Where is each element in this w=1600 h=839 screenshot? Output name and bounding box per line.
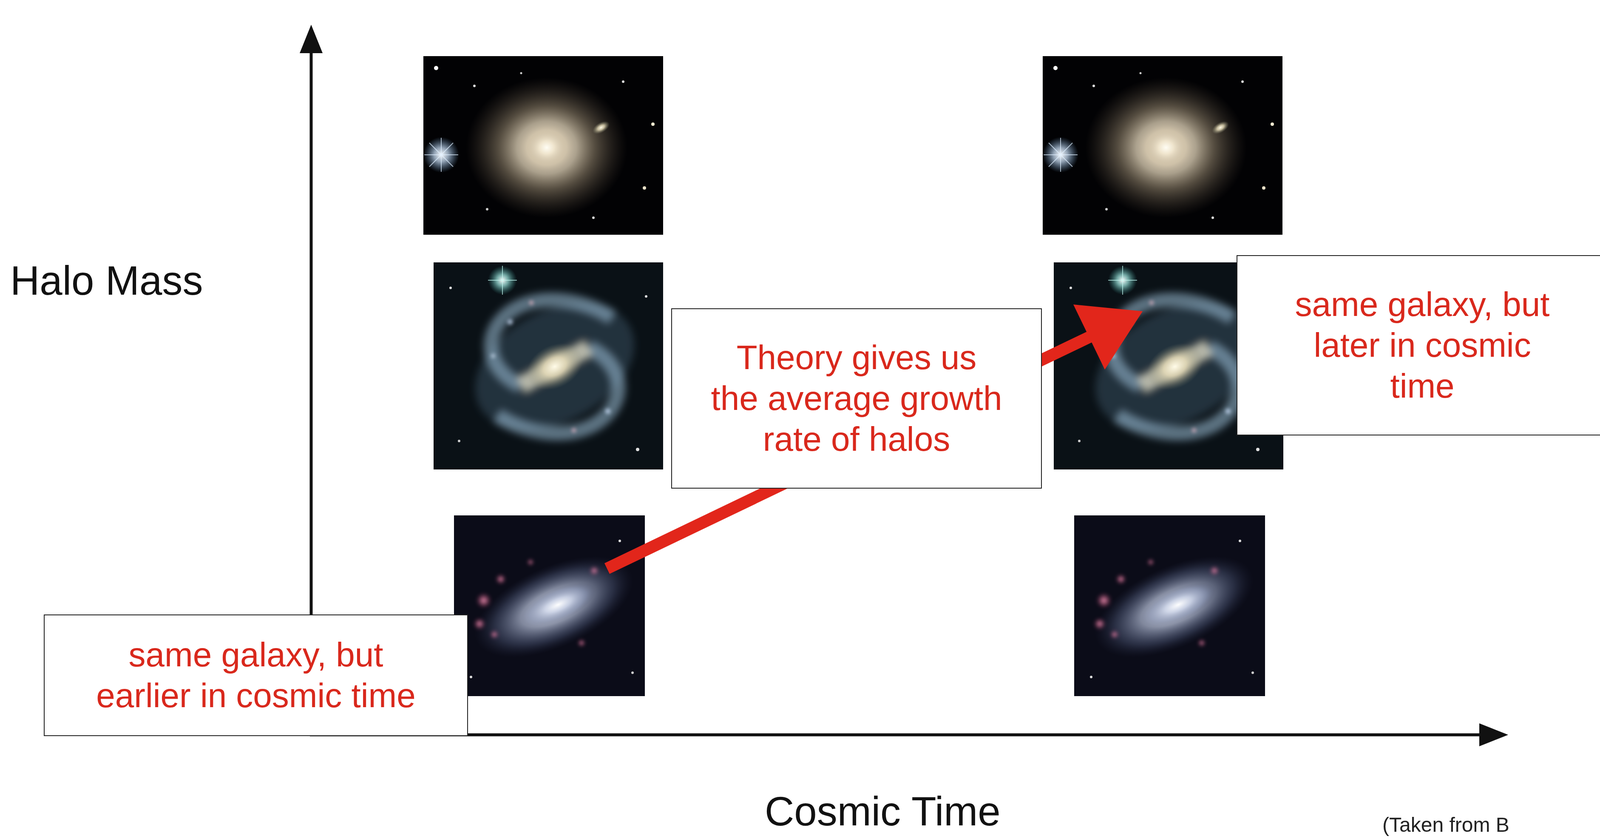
- growth-arrowhead: [1073, 304, 1143, 370]
- source-note: (Taken from B: [1382, 814, 1510, 835]
- callout-box: same galaxy, but later in cosmic time: [1236, 255, 1600, 436]
- elliptical-galaxy-photo: [423, 56, 664, 235]
- elliptical-galaxy-photo: [1042, 56, 1283, 235]
- y-axis-arrowhead: [299, 24, 323, 54]
- spiral-galaxy-photo: [433, 262, 664, 470]
- callout-box: Theory gives us the average growth rate …: [671, 308, 1042, 489]
- x-axis: [309, 733, 1483, 737]
- axis-title: Cosmic Time: [764, 790, 1001, 832]
- irregular-galaxy-photo: [1074, 515, 1269, 696]
- irregular-galaxy-photo: [453, 515, 648, 696]
- callout-box: same galaxy, but earlier in cosmic time: [43, 614, 469, 736]
- axis-title: Halo Mass: [10, 260, 203, 301]
- x-axis-arrowhead: [1479, 723, 1509, 747]
- callout-text: same galaxy, but later in cosmic time: [1282, 283, 1563, 407]
- callout-text: same galaxy, but earlier in cosmic time: [79, 634, 433, 716]
- callout-text: Theory gives us the average growth rate …: [709, 337, 1004, 460]
